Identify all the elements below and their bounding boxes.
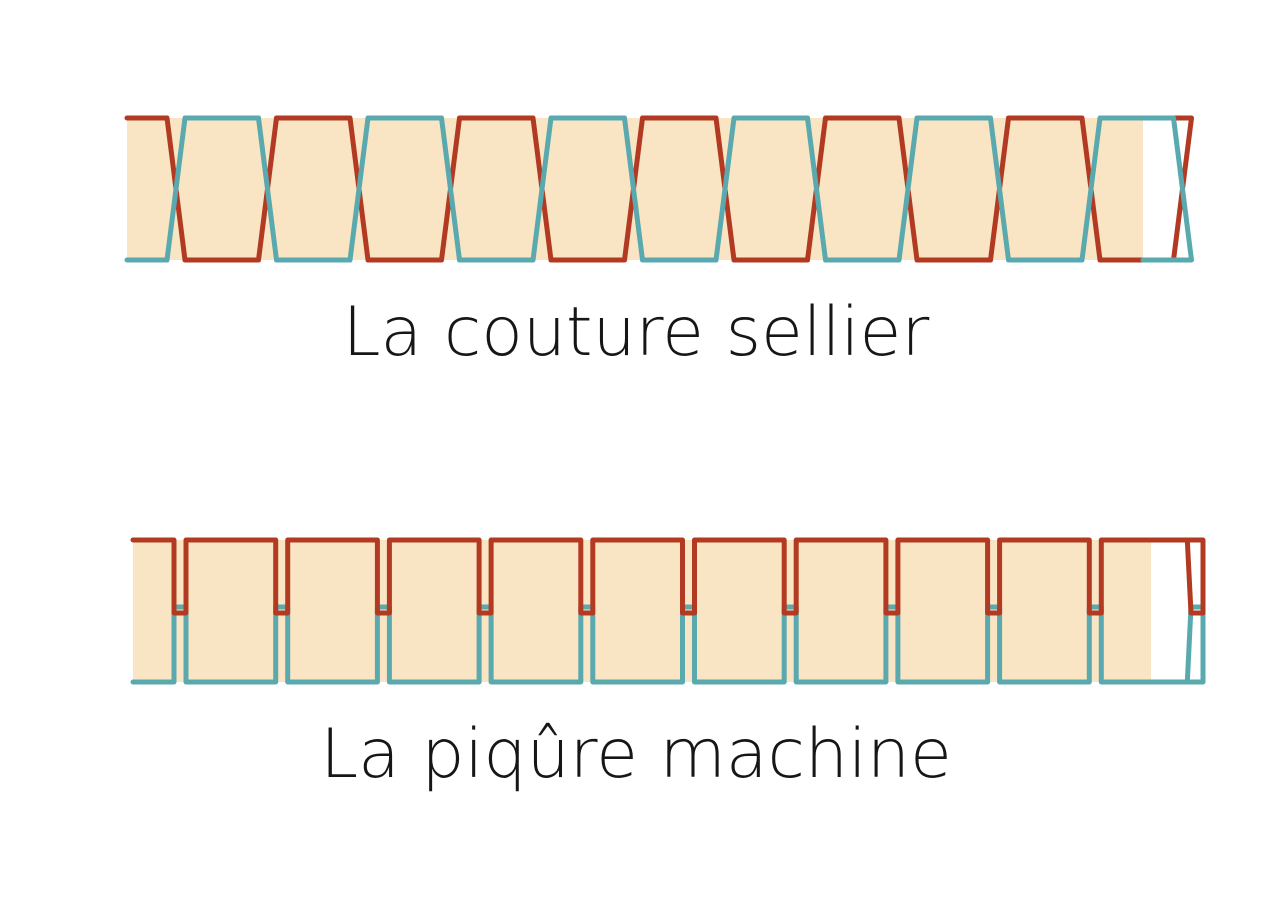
saddle-upper-thread bbox=[124, 115, 1194, 263]
saddle-stitch-caption: La couture sellier bbox=[343, 293, 930, 372]
machine-stitch-threads bbox=[130, 537, 1206, 685]
machine-stitch-fabric bbox=[133, 540, 1151, 682]
machine-stitch-illustration bbox=[130, 537, 1206, 685]
machine-upper-thread bbox=[130, 537, 1206, 616]
machine-stitch-caption: La piqûre machine bbox=[320, 715, 952, 794]
machine-lower-thread bbox=[130, 604, 1206, 685]
saddle-stitch-threads bbox=[124, 115, 1194, 263]
saddle-stitch-illustration bbox=[124, 115, 1194, 263]
saddle-lower-thread bbox=[124, 115, 1194, 263]
